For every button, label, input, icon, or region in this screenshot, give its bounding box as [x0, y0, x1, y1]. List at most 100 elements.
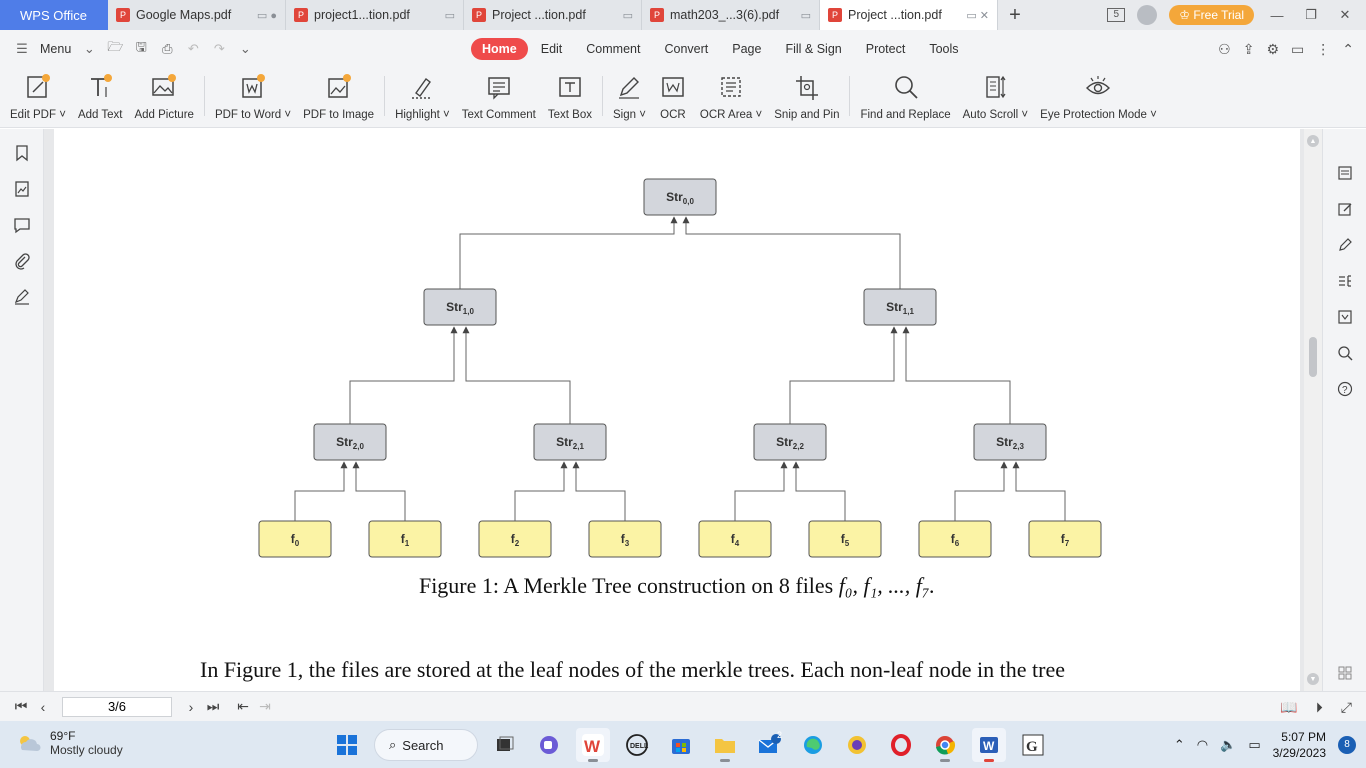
first-page-icon[interactable]: ⏮ — [14, 698, 28, 714]
start-button[interactable] — [330, 728, 364, 762]
scroll-up-icon[interactable]: ▲ — [1307, 135, 1319, 147]
notification-badge[interactable]: 8 — [1338, 735, 1356, 754]
chevron-up-icon[interactable]: ⌃ — [1173, 736, 1185, 752]
tab-convert[interactable]: Convert — [664, 42, 709, 56]
close-window-icon[interactable]: ✕ — [1339, 7, 1351, 22]
close-tab-button[interactable]: ▭ ✕ — [966, 9, 989, 22]
search-side-icon[interactable] — [1335, 343, 1355, 363]
avatar[interactable] — [1137, 5, 1158, 25]
weather-widget[interactable]: 69°F Mostly cloudy — [16, 729, 123, 757]
window-count-icon[interactable]: 5 — [1107, 8, 1126, 22]
tab-page[interactable]: Page — [732, 42, 762, 56]
tab-tools[interactable]: Tools — [929, 42, 959, 56]
doc-tab-math203[interactable]: P math203_...3(6).pdf ▭ — [642, 0, 820, 30]
text-direction-icon[interactable] — [1335, 271, 1355, 291]
find-and-replace-button[interactable]: Find and Replace — [854, 68, 956, 126]
comment-panel-icon[interactable] — [12, 215, 32, 235]
edit-pdf-button[interactable]: Edit PDF ˅ — [4, 68, 72, 126]
add-text-button[interactable]: Add Text — [72, 68, 129, 126]
signature-panel-icon[interactable] — [12, 287, 32, 307]
customize-chevron-icon[interactable]: ⌄ — [239, 41, 251, 56]
new-tab-button[interactable]: + — [1009, 3, 1021, 26]
doc-tab-project-a[interactable]: P Project ...tion.pdf ▭ — [464, 0, 642, 30]
file-explorer-icon[interactable] — [708, 728, 742, 762]
free-trial-button[interactable]: ♔ Free Trial — [1169, 5, 1254, 25]
mail-icon[interactable]: 2 — [752, 728, 786, 762]
scroll-thumb[interactable] — [1309, 337, 1317, 377]
norton-icon[interactable] — [840, 728, 874, 762]
back-view-icon[interactable]: ⇤ — [237, 698, 249, 714]
undo-icon[interactable]: ↶ — [187, 41, 199, 56]
tab-protect[interactable]: Protect — [865, 42, 906, 56]
bookmark-icon[interactable] — [12, 143, 32, 163]
help-icon[interactable]: ? — [1335, 379, 1355, 399]
text-box-button[interactable]: Text Box — [542, 68, 598, 126]
ocr-area-button[interactable]: OCR Area ˅ — [694, 68, 768, 126]
forward-view-icon[interactable]: ⇥ — [259, 698, 271, 714]
minimize-icon[interactable]: — — [1270, 7, 1284, 23]
collapse-ribbon-icon[interactable]: ⌃ — [1342, 40, 1354, 57]
export-side-icon[interactable] — [1335, 307, 1355, 327]
open-folder-icon[interactable]: 🗁 — [107, 39, 124, 54]
share-icon[interactable]: ⇪ — [1242, 40, 1255, 57]
next-page-icon[interactable]: › — [188, 698, 194, 715]
menu-button[interactable]: Menu — [40, 42, 72, 56]
print-icon[interactable]: ⎙ — [162, 41, 173, 56]
eye-protection-mode-button[interactable]: Eye Protection Mode ˅ — [1034, 68, 1163, 126]
vertical-scrollbar[interactable]: ▲ ▼ — [1304, 129, 1322, 691]
store-icon[interactable] — [664, 728, 698, 762]
chevron-down-icon[interactable]: ⌄ — [83, 41, 95, 56]
doc-tab-project-active[interactable]: P Project ...tion.pdf ▭ ✕ — [820, 0, 998, 30]
thumbnail-icon[interactable] — [12, 179, 32, 199]
teams-icon[interactable] — [532, 728, 566, 762]
tab-comment[interactable]: Comment — [586, 42, 641, 56]
pen-side-icon[interactable] — [1335, 235, 1355, 255]
ocr-button[interactable]: OCR — [652, 68, 694, 126]
add-user-icon[interactable]: ⚇ — [1218, 40, 1231, 57]
edge-icon[interactable] — [796, 728, 830, 762]
properties-icon[interactable] — [1335, 163, 1355, 183]
restore-icon[interactable]: ❐ — [1305, 7, 1317, 22]
settings-icon[interactable]: ⚙ — [1266, 40, 1280, 57]
redo-icon[interactable]: ↷ — [213, 41, 225, 56]
grid-view-icon[interactable] — [1335, 663, 1355, 683]
sign-button[interactable]: Sign ˅ — [607, 68, 652, 126]
more-icon[interactable]: ⋮ — [1316, 40, 1331, 57]
fullscreen-icon[interactable]: ⤢ — [1340, 698, 1352, 715]
wps-taskbar-icon[interactable]: W — [576, 728, 610, 762]
battery-icon[interactable]: ▭ — [1248, 736, 1261, 752]
taskbar-search[interactable]: ⌕ Search — [374, 729, 478, 761]
volume-icon[interactable]: 🔈 — [1220, 736, 1237, 752]
page-number-input[interactable] — [62, 696, 172, 717]
last-page-icon[interactable]: ⏭ — [206, 698, 220, 714]
wifi-icon[interactable]: ◠ — [1196, 736, 1209, 752]
tab-edit[interactable]: Edit — [540, 42, 563, 56]
clock[interactable]: 5:07 PM 3/29/2023 — [1273, 729, 1326, 761]
highlight-button[interactable]: Highlight ˅ — [389, 68, 456, 126]
g-app-icon[interactable]: G — [1016, 728, 1050, 762]
pdf-to-word-button[interactable]: PDF to Word ˅ — [209, 68, 297, 126]
wps-office-tab[interactable]: WPS Office — [0, 0, 108, 30]
attachment-icon[interactable] — [12, 251, 32, 271]
pdf-to-image-button[interactable]: PDF to Image — [297, 68, 380, 126]
auto-scroll-button[interactable]: Auto Scroll ˅ — [957, 68, 1035, 126]
chrome-icon[interactable] — [928, 728, 962, 762]
chat-icon[interactable]: ▭ — [1291, 40, 1305, 57]
snip-and-pin-button[interactable]: Snip and Pin — [768, 68, 845, 126]
prev-page-icon[interactable]: ‹ — [40, 698, 46, 715]
add-picture-button[interactable]: Add Picture — [128, 68, 199, 126]
text-comment-button[interactable]: Text Comment — [456, 68, 542, 126]
task-view-icon[interactable] — [488, 728, 522, 762]
tab-home[interactable]: Home — [471, 38, 528, 60]
save-icon[interactable]: 🖫 — [135, 39, 147, 54]
word-icon[interactable]: W — [972, 728, 1006, 762]
edit-side-icon[interactable] — [1335, 199, 1355, 219]
hamburger-icon[interactable]: ☰ — [16, 41, 28, 56]
play-icon[interactable]: ⏵ — [1315, 698, 1323, 715]
doc-tab-google-maps[interactable]: P Google Maps.pdf ▭ ● — [108, 0, 286, 30]
opera-icon[interactable] — [884, 728, 918, 762]
dell-icon[interactable]: DELL — [620, 728, 654, 762]
tab-fill-sign[interactable]: Fill & Sign — [785, 42, 842, 56]
reading-mode-icon[interactable]: 📖 — [1280, 698, 1298, 715]
